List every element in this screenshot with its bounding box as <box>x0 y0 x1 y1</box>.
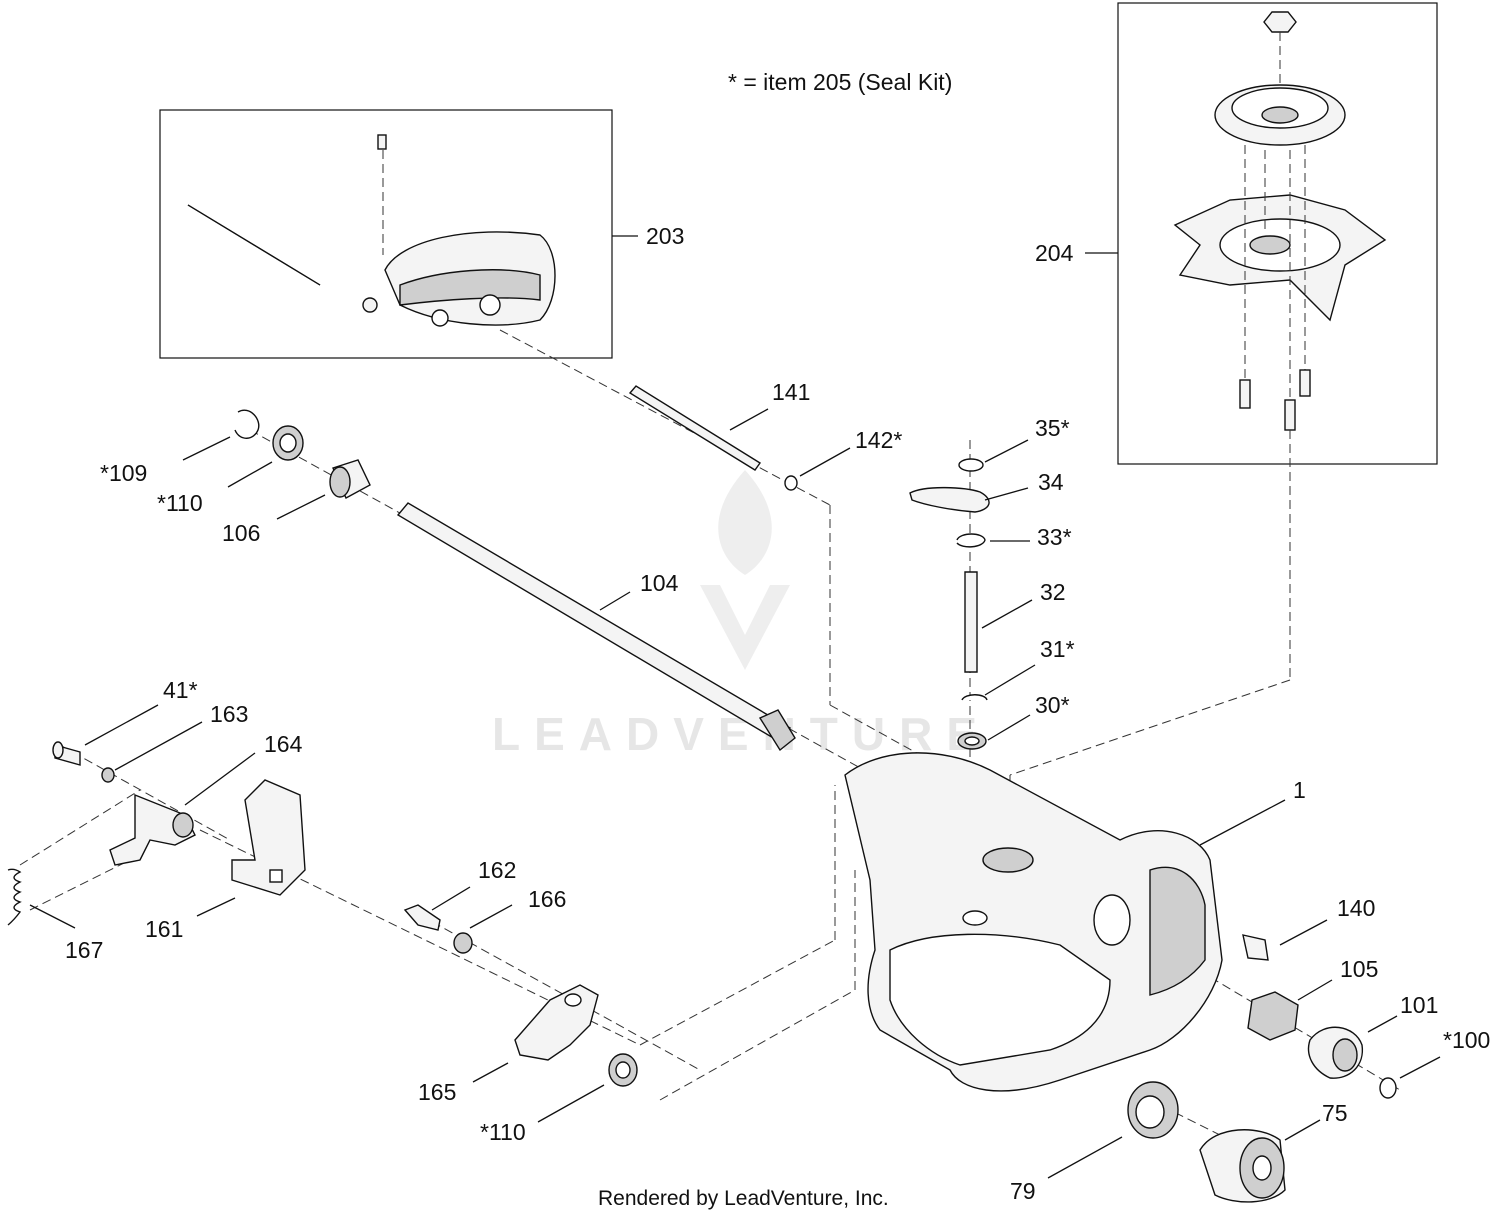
part-165-bracket <box>514 984 599 1061</box>
callout-104: 104 <box>640 570 679 596</box>
part-166-spacer <box>453 932 473 954</box>
callout-33: 33* <box>1037 524 1072 550</box>
pump-parts <box>1127 1081 1286 1203</box>
part-33-clip <box>956 533 986 548</box>
callout-106: 106 <box>222 520 260 546</box>
shaft-parts <box>234 385 798 752</box>
callout-32: 32 <box>1040 579 1066 605</box>
callout-30: 30* <box>1035 692 1070 718</box>
part-141-rod <box>628 385 762 471</box>
watermark-text: LEADVENTURE <box>492 708 991 760</box>
lever-parts <box>7 741 638 1087</box>
callout-1: 1 <box>1293 777 1306 803</box>
callout-110-upper: *110 <box>157 490 203 516</box>
callout-142: 142* <box>855 427 902 453</box>
callout-204: 204 <box>1035 240 1074 266</box>
seal-kit-note: * = item 205 (Seal Kit) <box>728 69 952 95</box>
inset-box-204: 204 <box>1035 2 1438 465</box>
credit-text: Rendered by LeadVenture, Inc. <box>598 1187 889 1210</box>
callout-41: 41* <box>163 677 198 703</box>
callout-162: 162 <box>478 857 516 883</box>
callout-109: *109 <box>100 460 147 486</box>
part-100-oring <box>1379 1077 1397 1099</box>
part-167-spring <box>7 868 22 926</box>
part-34-arm <box>909 486 990 513</box>
watermark-flame-icon <box>718 470 772 575</box>
callout-164: 164 <box>264 731 303 757</box>
watermark-v-icon <box>700 585 790 670</box>
callout-203: 203 <box>646 223 684 249</box>
callout-110-lower: *110 <box>480 1119 526 1145</box>
gear-parts <box>1242 934 1397 1099</box>
callout-34: 34 <box>1038 469 1064 495</box>
part-32-shaft <box>964 571 978 673</box>
callout-167: 167 <box>65 937 103 963</box>
callout-163: 163 <box>210 701 248 727</box>
part-35-washer <box>958 458 984 472</box>
callout-100: *100 <box>1443 1027 1490 1053</box>
callout-35: 35* <box>1035 415 1070 441</box>
inset-box-203: 203 <box>159 109 684 359</box>
inset-frame-203 <box>159 109 613 359</box>
callout-31: 31* <box>1040 636 1075 662</box>
part-140-fitting <box>1242 934 1269 961</box>
shift-parts <box>909 458 990 750</box>
callout-101: 101 <box>1400 992 1438 1018</box>
part-105-nut <box>1247 991 1299 1041</box>
part-109-ring <box>234 409 260 439</box>
callout-79: 79 <box>1010 1178 1036 1204</box>
callout-140: 140 <box>1337 895 1375 921</box>
callout-labels: 141 142* 35* 34 33* 32 31* 30* *109 *110… <box>65 379 1490 1204</box>
callout-75: 75 <box>1322 1100 1348 1126</box>
callout-166: 166 <box>528 886 566 912</box>
part-1-housing <box>844 752 1223 1092</box>
part-161-bracket <box>231 779 306 896</box>
part-31-clip <box>961 694 988 701</box>
callout-165: 165 <box>418 1079 456 1105</box>
callout-161: 161 <box>145 916 183 942</box>
part-104-shaft <box>396 502 792 743</box>
leader-lines <box>29 408 1441 1179</box>
inset-frame-204 <box>1117 2 1438 465</box>
callout-105: 105 <box>1340 956 1378 982</box>
callout-141: 141 <box>772 379 810 405</box>
watermark: LEADVENTURE <box>492 470 991 760</box>
part-163-washer <box>101 767 115 783</box>
part-162-bolt <box>403 904 441 931</box>
part-142-oring <box>784 475 798 491</box>
